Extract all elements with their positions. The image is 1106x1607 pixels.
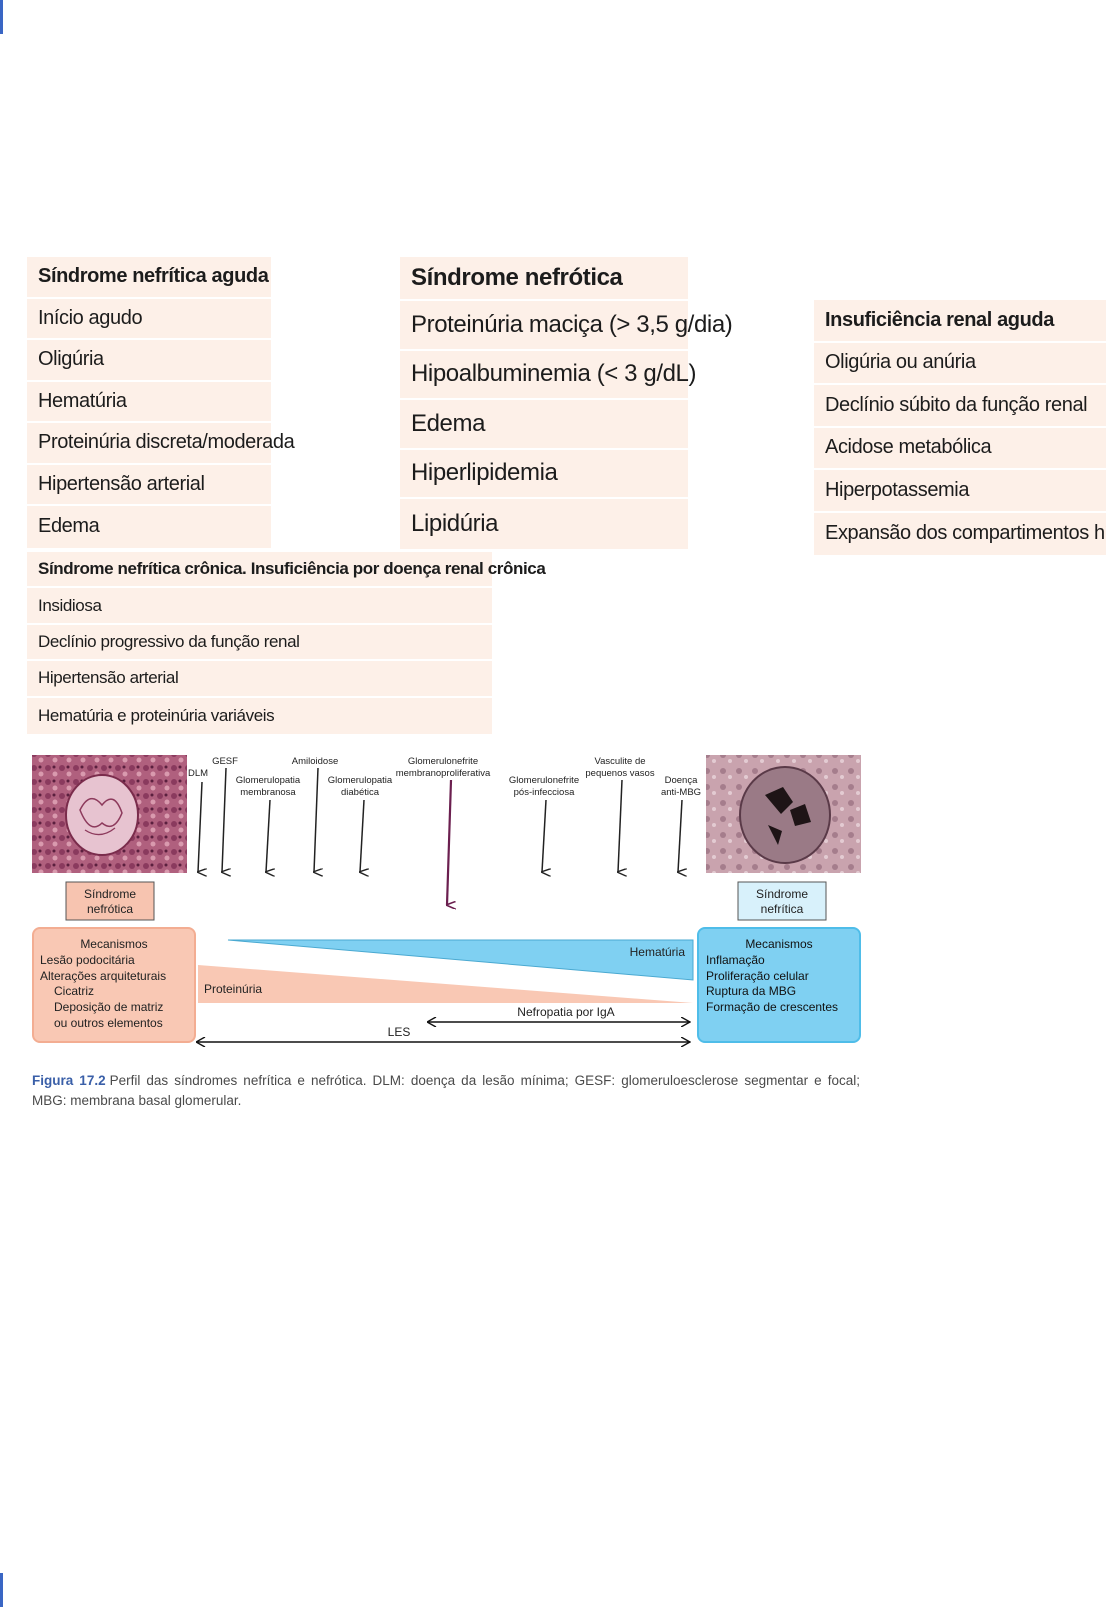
acute-renal-failure-row: Acidose metabólica (814, 428, 1106, 470)
les-label: LES (388, 1025, 411, 1039)
chronic-nephritic-row: Insidiosa (27, 588, 492, 625)
label-vasc-line1: Vasculite de (594, 756, 645, 767)
nephritic-mech-title: Mecanismos (745, 937, 812, 951)
label-mbg-line1: Doença (665, 775, 698, 786)
label-gnmp-line2: membranoproliferativa (396, 768, 491, 779)
acute-nephritic-row: Hipertensão arterial (27, 465, 271, 506)
acute-renal-failure-row: Expansão dos compartimentos hídricos (825, 522, 1106, 545)
nephrotic-row: Hipoalbuminemia (< 3 g/dL) (400, 351, 696, 400)
arrow-gm (266, 799, 270, 872)
nephrotic-row: Proteinúria maciça (> 3,5 g/dia) (400, 301, 733, 351)
chronic-nephritic-table: Síndrome nefrítica crônica. Insuficiênci… (27, 552, 546, 734)
acute-nephritic-row: Oligúria (27, 340, 271, 382)
chronic-nephritic-header: Síndrome nefrítica crônica. Insuficiênci… (27, 552, 546, 589)
arrow-gesf (222, 767, 226, 872)
proteinuria-wedge (198, 965, 693, 1003)
nephrotic-row: Edema (400, 400, 688, 450)
label-gnpi-line2: pós-infecciosa (514, 787, 575, 798)
iga-label: Nefropatia por IgA (517, 1005, 614, 1019)
figure-label: Figura 17.2 (32, 1073, 106, 1088)
arrow-mbg (678, 799, 682, 872)
hematuria-label: Hematúria (630, 945, 686, 959)
acute-renal-failure-row: Declínio súbito da função renal (814, 385, 1106, 428)
acute-nephritic-row: Proteinúria discreta/moderada (27, 423, 295, 465)
nephrotic-label-line2: nefrótica (87, 902, 133, 916)
nephrotic-row: Hiperlipidemia (400, 450, 688, 499)
nephrotic-header: Síndrome nefrótica (400, 257, 688, 301)
glomerulus-nephritic-micrograph (706, 755, 861, 873)
acute-nephritic-table: Síndrome nefrítica aguda Início agudo Ol… (27, 257, 295, 548)
acute-renal-failure-row: Oligúria ou anúria (814, 343, 1106, 385)
label-amiloidose: Amiloidose (292, 756, 338, 767)
arrow-gnmp (447, 779, 451, 905)
nephritic-mech-item: Proliferação celular (706, 969, 809, 983)
nephritic-label-line2: nefrítica (761, 902, 804, 916)
label-mbg-line2: anti-MBG (661, 787, 701, 798)
label-gnpi-line1: Glomerulonefrite (509, 775, 579, 786)
arrow-vasc (618, 779, 622, 872)
nephrotic-mechanisms-box: Mecanismos Lesão podocitária Alterações … (32, 927, 196, 1043)
nephritic-nephrotic-spectrum-diagram: DLM GESF Glomerulopatia membranosa Amilo… (32, 755, 861, 1060)
proteinuria-label: Proteinúria (204, 982, 262, 996)
label-dlm: DLM (188, 768, 208, 779)
nephrotic-table: Síndrome nefrótica Proteinúria maciça (>… (400, 257, 733, 549)
nephrotic-label-line1: Síndrome (84, 887, 136, 901)
arrow-dlm (198, 781, 202, 872)
nephritic-mech-item: Inflamação (706, 953, 765, 967)
label-gm-line2: membranosa (240, 787, 296, 798)
arrow-amiloidose (314, 767, 318, 872)
nephrotic-mech-title: Mecanismos (80, 937, 147, 951)
chronic-nephritic-row: Hipertensão arterial (27, 661, 492, 698)
nephrotic-mech-item: ou outros elementos (54, 1016, 163, 1030)
acute-nephritic-row: Início agudo (27, 299, 271, 340)
page-edge-marker-top (0, 0, 3, 34)
page-edge-marker-bottom (0, 1573, 3, 1607)
label-gesf: GESF (212, 756, 238, 767)
label-gd-line2: diabética (341, 787, 380, 798)
acute-nephritic-row: Hematúria (27, 382, 271, 423)
nephrotic-mech-item: Alterações arquiteturais (40, 969, 166, 983)
acute-nephritic-header: Síndrome nefrítica aguda (27, 257, 271, 299)
label-vasc-line2: pequenos vasos (585, 768, 654, 779)
nephrotic-mech-item: Lesão podocitária (40, 953, 135, 967)
nephritic-mechanisms-box: Mecanismos Inflamação Proliferação celul… (697, 927, 861, 1043)
label-gd-line1: Glomerulopatia (328, 775, 393, 786)
label-gm-line1: Glomerulopatia (236, 775, 301, 786)
nephritic-syndrome-label: Síndrome nefrítica (737, 881, 827, 921)
nephritic-mech-item: Ruptura da MBG (706, 984, 796, 998)
acute-renal-failure-row: Hiperpotassemia (814, 470, 1106, 513)
nephrotic-syndrome-label: Síndrome nefrótica (65, 881, 155, 921)
arrow-gnpi (542, 799, 546, 872)
label-gnmp-line1: Glomerulonefrite (408, 756, 478, 767)
hematuria-wedge (227, 939, 694, 981)
nephrotic-row: Lipidúria (411, 509, 499, 537)
acute-renal-failure-table: Insuficiência renal aguda Oligúria ou an… (814, 300, 1106, 555)
nephrotic-mech-item: Deposição de matriz (54, 1000, 163, 1014)
nephritic-label-line1: Síndrome (756, 887, 808, 901)
glomerulus-nephrotic-micrograph (32, 755, 187, 873)
chronic-nephritic-row: Declínio progressivo da função renal (27, 625, 492, 662)
nephritic-mech-item: Formação de crescentes (706, 1000, 838, 1014)
figure-caption-text: Perfil das síndromes nefrítica e nefróti… (32, 1073, 860, 1108)
chronic-nephritic-row: Hematúria e proteinúria variáveis (38, 705, 275, 725)
acute-renal-failure-header: Insuficiência renal aguda (814, 300, 1106, 343)
nephrotic-mech-item: Cicatriz (54, 984, 94, 998)
arrow-gd (360, 799, 364, 872)
acute-nephritic-row: Edema (38, 515, 100, 538)
